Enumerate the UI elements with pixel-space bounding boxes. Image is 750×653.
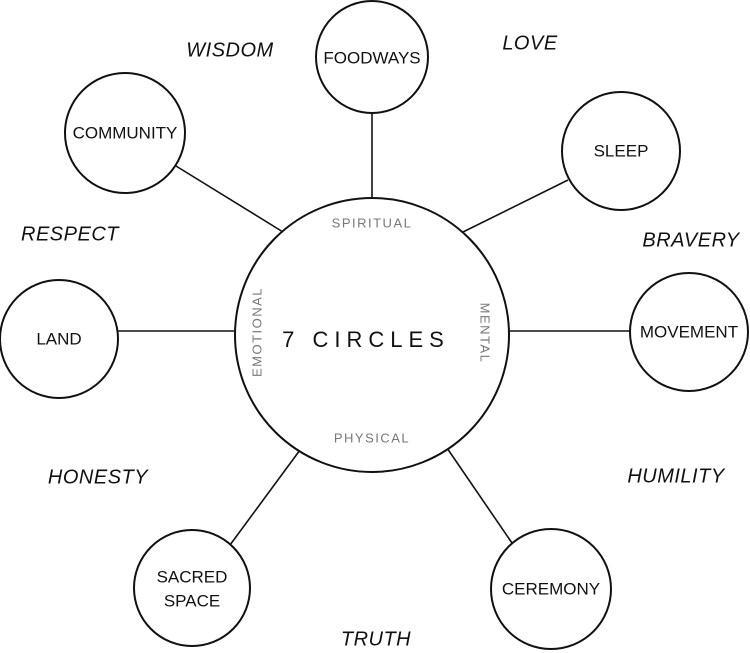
node-circle [629,272,749,392]
node-sacred-space: SACRED SPACE [133,529,251,647]
value-humility: HUMILITY [627,465,726,487]
quadrant-label-mental: MENTAL [478,303,493,364]
node-movement: MOVEMENT [629,272,749,392]
node-land: LAND [0,279,119,399]
node-label: MOVEMENT [640,322,738,341]
value-respect: RESPECT [21,223,120,245]
node-label-line-2: SPACE [164,591,220,610]
node-label: CEREMONY [502,579,600,598]
node-label: SLEEP [594,141,649,160]
value-bravery: BRAVERY [642,229,740,251]
value-love: LOVE [502,32,558,54]
quadrant-label-emotional: EMOTIONAL [249,287,264,377]
node-circle [64,72,186,194]
spoke-sleep [462,179,569,233]
node-label: COMMUNITY [73,123,178,142]
value-honesty: HONESTY [48,466,149,488]
quadrant-label-physical: PHYSICAL [334,430,410,445]
node-label: LAND [36,329,81,348]
center-title: 7 CIRCLES [282,327,450,352]
node-circle [490,528,612,650]
node-circle [315,0,429,114]
node-circle [0,279,119,399]
center-circle [234,197,510,473]
node-label-line-1: SACRED [157,567,228,586]
value-truth: TRUTH [341,628,411,650]
spoke-sacred-space [229,449,301,546]
spoke-community [175,165,284,233]
quadrant-label-spiritual: SPIRITUAL [332,215,413,230]
node-ceremony: CEREMONY [490,528,612,650]
value-wisdom: WISDOM [186,39,273,61]
center-node: 7 CIRCLES SPIRITUAL PHYSICAL MENTAL EMOT… [234,197,510,473]
spoke-ceremony [446,447,513,544]
node-community: COMMUNITY [64,72,186,194]
node-circle [133,529,251,647]
node-label: FOODWAYS [323,48,420,67]
node-sleep: SLEEP [561,91,681,211]
node-foodways: FOODWAYS [315,0,429,114]
node-circle [561,91,681,211]
